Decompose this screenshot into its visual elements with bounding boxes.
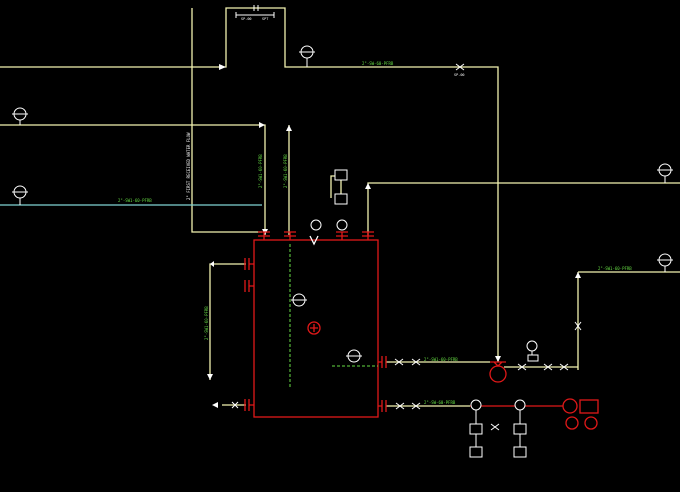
instrument-bubble-icon bbox=[470, 399, 482, 411]
arrow-icon bbox=[212, 402, 218, 408]
valve-icon bbox=[394, 358, 404, 366]
flange-icon bbox=[258, 231, 270, 240]
process-line-left-outlet bbox=[209, 263, 246, 380]
valve-icon bbox=[395, 402, 405, 410]
dimension-marks bbox=[235, 12, 275, 18]
valve-icon bbox=[411, 402, 421, 410]
instrument-bubble-icon bbox=[336, 219, 348, 231]
flange-icon bbox=[284, 231, 296, 240]
instrument-bubble-icon bbox=[514, 399, 526, 411]
process-lines bbox=[0, 7, 680, 407]
arrow-icon bbox=[259, 122, 265, 128]
tag-top-dim-right: SPT bbox=[262, 17, 269, 21]
pump-nozzle bbox=[490, 361, 506, 367]
valve-icon bbox=[543, 363, 553, 371]
label-vertical-1: 2"-SW1-60-PFRB bbox=[258, 154, 263, 188]
label-vertical-left-outlet: 2"-SW1-60-PFRB bbox=[204, 306, 209, 340]
label-vertical-dashed: 2" FIRST RECEIVED WATER FLOW bbox=[186, 132, 191, 200]
valves[interactable] bbox=[231, 5, 582, 431]
instrument-bubble-icon bbox=[526, 340, 538, 352]
instrument-bubble-icon bbox=[584, 416, 598, 430]
process-line-right-mid bbox=[577, 271, 680, 370]
motor-icon bbox=[579, 399, 599, 414]
instrument-box-icon bbox=[527, 354, 539, 362]
valve-icon bbox=[517, 363, 527, 371]
line-labels: 2"-SW-60-PFRB 2"-SW1-60-PFRB 2"-SW1-60-P… bbox=[118, 61, 632, 405]
tag-top-dim: SP-00 bbox=[241, 17, 252, 21]
instrument-bubble-icon bbox=[310, 219, 322, 231]
tank[interactable] bbox=[244, 231, 387, 418]
arrow-icon bbox=[365, 183, 371, 189]
flange-icon bbox=[336, 231, 348, 240]
flow-arrows bbox=[207, 64, 581, 408]
instrument-bubble-icon bbox=[307, 321, 321, 335]
label-inlet-low: 2"-SW-60-PFRB bbox=[424, 400, 456, 405]
flange-icon bbox=[378, 356, 387, 368]
instrument-box-icon bbox=[513, 423, 527, 435]
instrument-box-icon bbox=[334, 169, 348, 181]
flange-icon bbox=[362, 231, 374, 240]
instrument-box-icon bbox=[513, 446, 527, 458]
small-tags: SP-00 SPT SP-00 bbox=[241, 17, 465, 77]
label-left-cyan: 2"-SW1-60-PFRB bbox=[118, 198, 152, 203]
pump-icon bbox=[562, 398, 578, 414]
flange-icon bbox=[244, 280, 254, 292]
instrument-box-icon bbox=[469, 423, 483, 435]
label-top-center: 2"-SW-60-PFRB bbox=[362, 61, 394, 66]
arrow-icon bbox=[575, 272, 581, 278]
valve-icon bbox=[231, 401, 239, 409]
valve-icon bbox=[574, 321, 582, 331]
process-line-right-upper bbox=[367, 182, 680, 236]
pump-icon bbox=[489, 365, 507, 383]
arrow-icon bbox=[210, 261, 214, 267]
pump-motor-set[interactable] bbox=[470, 398, 599, 430]
instrument-box-icon bbox=[469, 446, 483, 458]
process-line-top-right bbox=[255, 7, 499, 362]
vent-icon bbox=[309, 235, 319, 246]
valve-icon bbox=[411, 358, 421, 366]
arrow-icon bbox=[219, 64, 226, 70]
process-line-vertical-left bbox=[191, 8, 262, 233]
label-right-upper: 2"-SW1-60-PFRB bbox=[598, 266, 632, 271]
instruments[interactable] bbox=[13, 45, 672, 458]
arrow-icon bbox=[286, 125, 292, 131]
flange-icon bbox=[244, 399, 254, 411]
process-line-mid bbox=[0, 124, 266, 235]
valve-icon bbox=[253, 5, 259, 11]
instrument-bars bbox=[12, 51, 673, 447]
process-line-top-left bbox=[0, 7, 255, 68]
flange-icon bbox=[244, 258, 254, 270]
instrument-bubble-icon bbox=[565, 416, 579, 430]
valve-icon bbox=[559, 363, 569, 371]
arrow-icon bbox=[207, 374, 213, 380]
pump-main[interactable] bbox=[489, 361, 507, 383]
valve-icon bbox=[490, 423, 500, 431]
arrow-icon bbox=[495, 356, 501, 362]
valve-icon bbox=[455, 63, 465, 71]
label-vertical-2: 2"-SW1-60-PFRB bbox=[283, 154, 288, 188]
flange-icon bbox=[378, 400, 387, 412]
tag-valve-top: SP-00 bbox=[454, 73, 465, 77]
level-mark bbox=[310, 324, 318, 332]
instrument-box-icon bbox=[334, 193, 348, 205]
label-inlet-mid: 2"-SW1-60-PFRB bbox=[424, 357, 458, 362]
